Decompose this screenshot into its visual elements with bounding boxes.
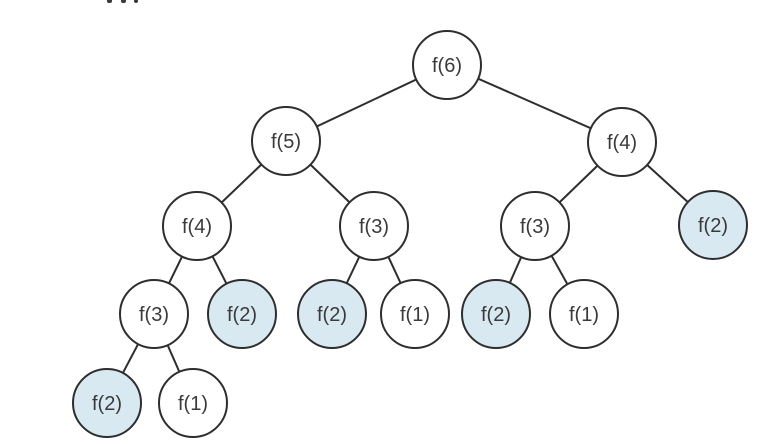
node-circle — [587, 107, 657, 177]
tree-node: f(1) — [380, 279, 450, 349]
node-circle-shaded — [461, 279, 531, 349]
node-circle — [339, 191, 409, 261]
node-label: f(1) — [569, 304, 599, 326]
node-label: f(2) — [92, 393, 122, 415]
clipped-text-artifact — [121, 0, 126, 3]
node-circle — [412, 30, 482, 100]
clipped-text-artifact — [107, 0, 112, 3]
node-label: f(2) — [481, 304, 511, 326]
node-circle — [158, 368, 228, 438]
node-circle — [119, 279, 189, 349]
node-label: f(2) — [698, 215, 728, 237]
tree-node: f(3) — [119, 279, 189, 349]
tree-node: f(3) — [339, 191, 409, 261]
tree-node: f(4) — [162, 191, 232, 261]
node-circle — [162, 191, 232, 261]
node-label: f(1) — [400, 304, 430, 326]
node-label: f(6) — [432, 55, 462, 77]
tree-node: f(6) — [412, 30, 482, 100]
node-label: f(4) — [607, 132, 637, 154]
tree-node: f(1) — [549, 279, 619, 349]
node-circle — [380, 279, 450, 349]
tree-node: f(4) — [587, 107, 657, 177]
node-label: f(3) — [139, 304, 169, 326]
tree-node: f(3) — [500, 191, 570, 261]
node-label: f(4) — [182, 216, 212, 238]
node-circle — [500, 191, 570, 261]
node-label: f(3) — [359, 216, 389, 238]
tree-node: f(2) — [207, 279, 277, 349]
node-circle — [251, 106, 321, 176]
node-label: f(2) — [227, 304, 257, 326]
tree-node: f(1) — [158, 368, 228, 438]
clipped-text-artifact — [134, 0, 138, 3]
node-circle-shaded — [72, 368, 142, 438]
node-circle-shaded — [297, 279, 367, 349]
node-label: f(5) — [271, 131, 301, 153]
node-circle-shaded — [678, 190, 748, 260]
tree-node: f(5) — [251, 106, 321, 176]
tree-node: f(2) — [678, 190, 748, 260]
node-label: f(1) — [178, 393, 208, 415]
tree-node: f(2) — [72, 368, 142, 438]
node-circle — [549, 279, 619, 349]
tree-node: f(2) — [461, 279, 531, 349]
node-label: f(2) — [317, 304, 347, 326]
node-circle-shaded — [207, 279, 277, 349]
tree-node: f(2) — [297, 279, 367, 349]
node-label: f(3) — [520, 216, 550, 238]
